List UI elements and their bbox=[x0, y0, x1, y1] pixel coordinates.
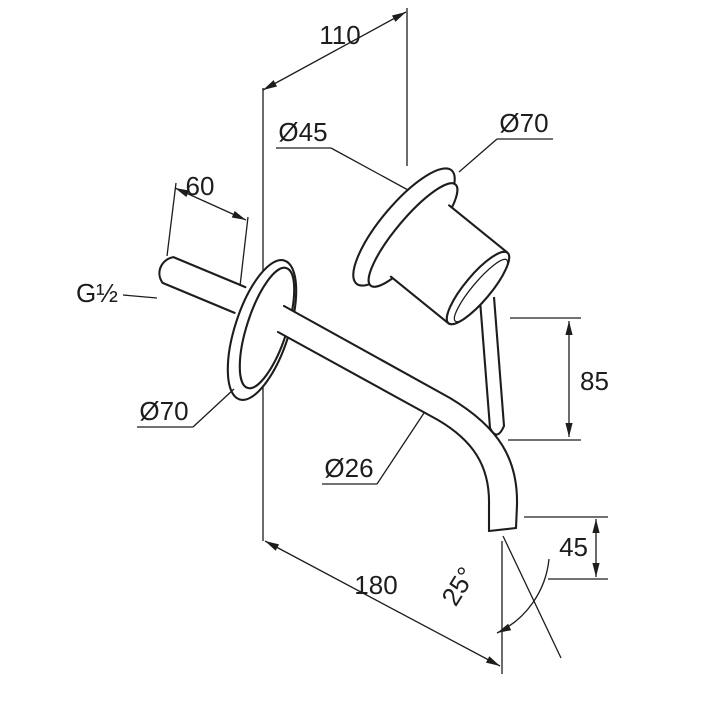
faucet-outline bbox=[158, 88, 519, 541]
dimension-45: 45 bbox=[524, 516, 608, 580]
spout-outlet-edge bbox=[487, 526, 518, 533]
dim-110-label: 110 bbox=[319, 20, 360, 50]
handle-body-upper-edge bbox=[448, 204, 509, 254]
dimension-180: 180 bbox=[264, 540, 501, 667]
inlet-pipe bbox=[158, 256, 247, 314]
dia-70-spout-label: Ø70 bbox=[139, 396, 188, 426]
dim-110-line bbox=[262, 11, 407, 91]
handle-body-lower-edge bbox=[389, 275, 450, 325]
dia-45-label: Ø45 bbox=[278, 117, 327, 147]
thread-leader bbox=[122, 294, 158, 299]
dim-180-label: 180 bbox=[354, 570, 397, 600]
dim-60-extension-left bbox=[166, 182, 177, 257]
dia-26-callout: Ø26 bbox=[322, 412, 425, 485]
angle-25-label: 25° bbox=[435, 562, 481, 611]
angle-slant-line bbox=[502, 535, 562, 659]
dimension-60: 60 bbox=[166, 171, 249, 287]
angle-arc-arrow bbox=[496, 558, 550, 634]
spout-tube-upper-edge bbox=[282, 304, 519, 530]
dim-85-label: 85 bbox=[580, 366, 609, 396]
dia-26-leader bbox=[376, 412, 425, 485]
spout-tube-lower-edge bbox=[276, 330, 491, 533]
inlet-pipe-fill bbox=[159, 257, 246, 313]
angle-25-callout: 25° bbox=[435, 535, 562, 674]
dia-45-callout: Ø45 bbox=[276, 117, 409, 191]
dim-180-line bbox=[264, 540, 501, 667]
dia-45-leader bbox=[330, 147, 409, 191]
dimension-85: 85 bbox=[508, 317, 609, 441]
dia-70-handle-leader bbox=[458, 138, 498, 173]
dia-26-label: Ø26 bbox=[324, 453, 373, 483]
dim-45-label: 45 bbox=[559, 532, 588, 562]
dia-70-spout-callout: Ø70 bbox=[137, 388, 235, 428]
thread-callout: G½ bbox=[76, 278, 158, 308]
thread-label: G½ bbox=[76, 278, 118, 308]
dim-60-line bbox=[174, 187, 247, 221]
dimension-110: 110 bbox=[262, 8, 408, 166]
handle-lever bbox=[478, 296, 506, 436]
dim-60-extension-right bbox=[239, 216, 249, 287]
dia-70-spout-leader bbox=[192, 388, 235, 428]
handle-body-fill bbox=[390, 205, 508, 324]
dia-70-handle-callout: Ø70 bbox=[458, 108, 553, 173]
dia-70-handle-label: Ø70 bbox=[499, 108, 548, 138]
spout-tube-fill bbox=[278, 306, 518, 531]
dim-60-label: 60 bbox=[186, 171, 215, 201]
handle-cap-face bbox=[453, 258, 509, 323]
